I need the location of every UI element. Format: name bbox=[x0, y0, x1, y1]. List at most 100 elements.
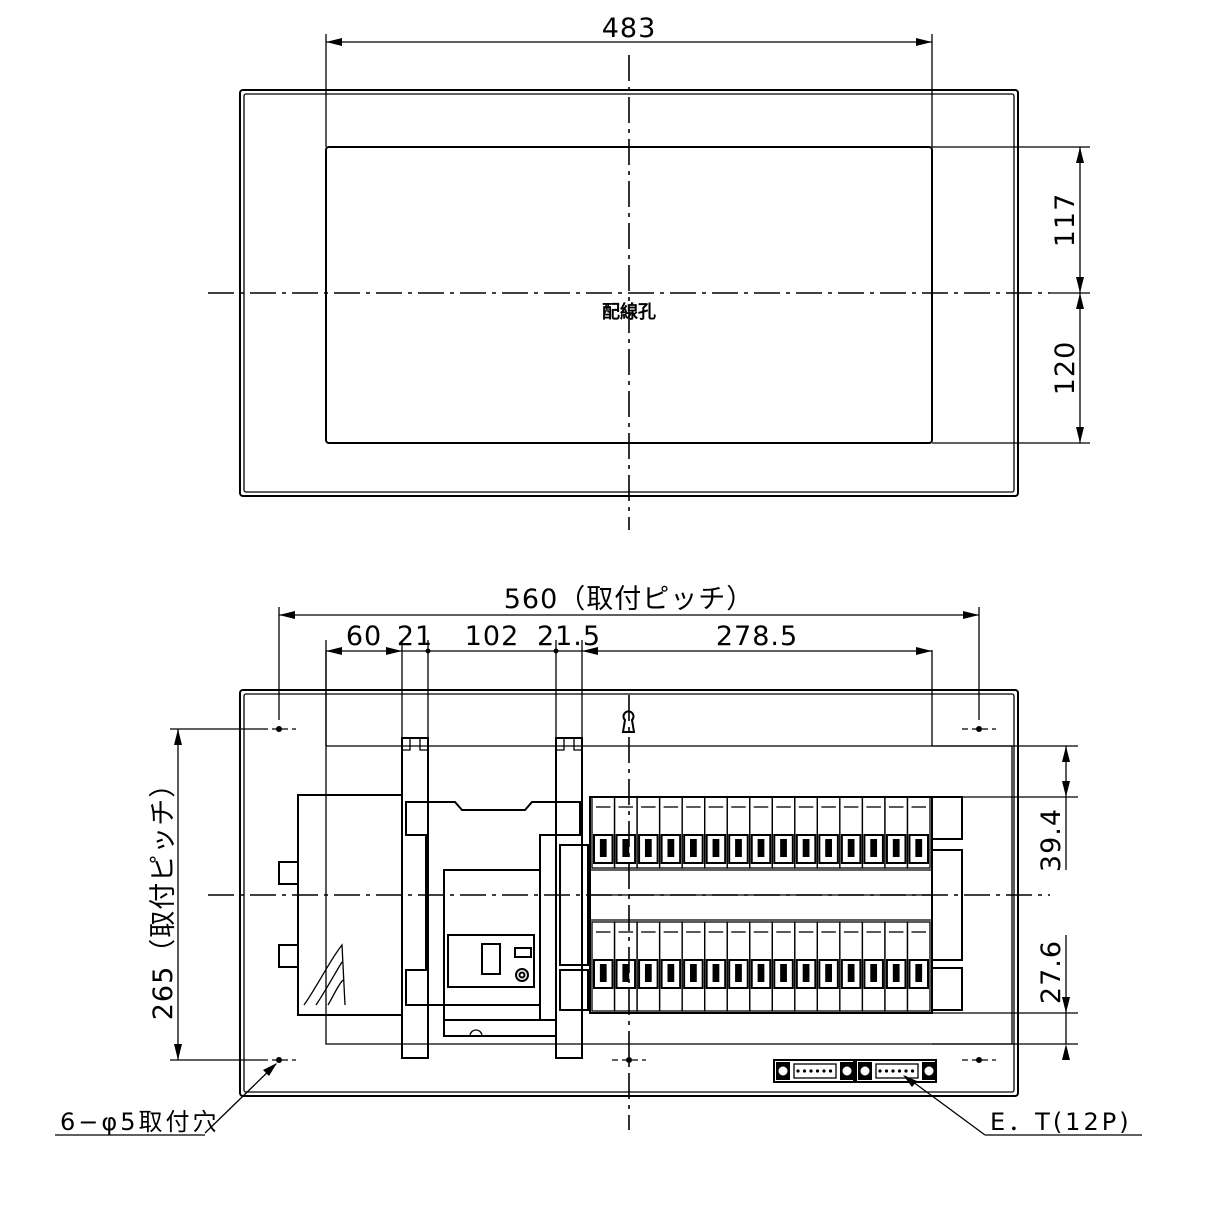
indicator-dot bbox=[518, 971, 526, 979]
dim-60-label: 60 bbox=[346, 621, 382, 652]
test-button bbox=[514, 947, 532, 958]
branch-breaker bbox=[658, 796, 683, 869]
dim-483-label: 483 bbox=[602, 13, 657, 44]
blank-plate bbox=[931, 967, 963, 1011]
arrow-head bbox=[1076, 147, 1084, 163]
arrow-head bbox=[326, 38, 342, 46]
branch-breaker bbox=[613, 796, 638, 869]
branch-breaker bbox=[884, 796, 909, 869]
earth-terminal-block-left bbox=[773, 1059, 855, 1083]
branch-breaker bbox=[613, 921, 638, 1012]
branch-breaker bbox=[591, 796, 616, 869]
branch-breaker bbox=[794, 796, 818, 869]
blank-plate bbox=[931, 849, 963, 961]
leak-breaker-foot-hole bbox=[469, 1029, 483, 1037]
branch-breaker-rows bbox=[591, 796, 931, 1012]
terminal-screw bbox=[809, 1069, 813, 1073]
terminal-screw bbox=[802, 1069, 807, 1073]
earth-terminal-block-right bbox=[855, 1059, 937, 1083]
arrow-head bbox=[174, 729, 182, 745]
bus-connector-lower bbox=[559, 969, 589, 1011]
branch-breaker bbox=[771, 796, 796, 869]
branch-breaker bbox=[839, 796, 864, 869]
leak-breaker-panel bbox=[447, 934, 535, 988]
rail-left bbox=[401, 737, 429, 1059]
dim-27-6-label: 27.6 bbox=[1036, 940, 1067, 1004]
branch-breaker bbox=[884, 921, 909, 1012]
mount-hole bbox=[262, 726, 296, 732]
arrow-head bbox=[1076, 427, 1084, 443]
mount-hole-note: 6−φ5取付穴 bbox=[60, 1108, 219, 1136]
arrow-head bbox=[1062, 746, 1070, 762]
top-view: 483 117 120 配線孔 bbox=[208, 13, 1090, 530]
terminal-leader bbox=[904, 1075, 986, 1136]
dim-120-label: 120 bbox=[1050, 341, 1081, 396]
terminal-screw bbox=[878, 1069, 882, 1073]
rail-right bbox=[555, 737, 583, 1059]
terminal-note: E．T(12P) bbox=[990, 1108, 1132, 1136]
arrow-head bbox=[386, 647, 402, 655]
arrow-head bbox=[263, 1063, 277, 1076]
terminal-screw bbox=[822, 1069, 826, 1073]
branch-breaker bbox=[704, 796, 728, 869]
terminal-dots bbox=[796, 1069, 915, 1073]
mount-hole-leader bbox=[204, 1063, 277, 1134]
arrow-head bbox=[279, 611, 295, 619]
branch-breaker bbox=[906, 921, 931, 1012]
terminal-screw bbox=[796, 1069, 800, 1073]
dim-102-label: 102 bbox=[465, 621, 520, 652]
dim-21-5-label: 21.5 bbox=[537, 621, 601, 652]
branch-breaker bbox=[681, 921, 706, 1012]
wiring-hole-label: 配線孔 bbox=[602, 301, 656, 323]
mount-hole bbox=[612, 1057, 646, 1063]
main-breaker-cable bbox=[303, 943, 346, 1006]
keyhole-icon bbox=[621, 710, 636, 733]
arrow-head bbox=[916, 647, 932, 655]
branch-breaker bbox=[816, 921, 841, 1012]
branch-breaker bbox=[861, 921, 886, 1012]
arrow-head bbox=[963, 611, 979, 619]
branch-breaker bbox=[816, 796, 841, 869]
dim-21-label: 21 bbox=[397, 621, 433, 652]
dim-dot bbox=[553, 648, 559, 654]
branch-breaker bbox=[749, 921, 773, 1012]
branch-breaker bbox=[704, 921, 728, 1012]
branch-breaker bbox=[591, 921, 616, 1012]
bus-connector bbox=[559, 844, 589, 966]
front-view: 560（取付ピッチ） 60 21 102 21.5 278.5 265（取付ピッ… bbox=[55, 584, 1142, 1136]
main-breaker-left bbox=[297, 794, 403, 1016]
arrow-head bbox=[1076, 293, 1084, 309]
arrow-head bbox=[1076, 277, 1084, 293]
terminal-screw bbox=[897, 1069, 902, 1073]
main-breaker-tab bbox=[278, 861, 299, 885]
branch-breaker bbox=[771, 921, 796, 1012]
branch-breaker bbox=[636, 921, 661, 1012]
dim-dot bbox=[425, 648, 431, 654]
dim-560-label: 560（取付ピッチ） bbox=[504, 584, 755, 615]
rail-right-notch bbox=[556, 738, 582, 751]
branch-breaker bbox=[636, 796, 661, 869]
mount-hole bbox=[262, 1057, 296, 1063]
branch-breaker bbox=[681, 796, 706, 869]
branch-breaker bbox=[726, 921, 751, 1012]
arrow-head bbox=[1062, 997, 1070, 1013]
indicator-ring bbox=[515, 968, 529, 982]
arrow-head bbox=[903, 1075, 917, 1087]
dim-265-label: 265（取付ピッチ） bbox=[148, 770, 179, 1021]
arrow-head bbox=[1062, 1044, 1070, 1060]
terminal-screw bbox=[904, 1069, 908, 1073]
terminal-screw bbox=[884, 1069, 889, 1073]
branch-breaker bbox=[794, 921, 818, 1012]
branch-breaker bbox=[658, 921, 683, 1012]
dim-117-label: 117 bbox=[1050, 193, 1081, 248]
arrow-head bbox=[916, 38, 932, 46]
mount-hole bbox=[962, 726, 996, 732]
dim-39-4-label: 39.4 bbox=[1036, 808, 1067, 872]
main-breaker-tab bbox=[278, 944, 299, 968]
arrow-head bbox=[326, 647, 342, 655]
blank-plate bbox=[931, 796, 963, 840]
arrow-head bbox=[582, 647, 598, 655]
terminal-screw bbox=[828, 1069, 833, 1073]
terminal-screw bbox=[815, 1069, 820, 1073]
